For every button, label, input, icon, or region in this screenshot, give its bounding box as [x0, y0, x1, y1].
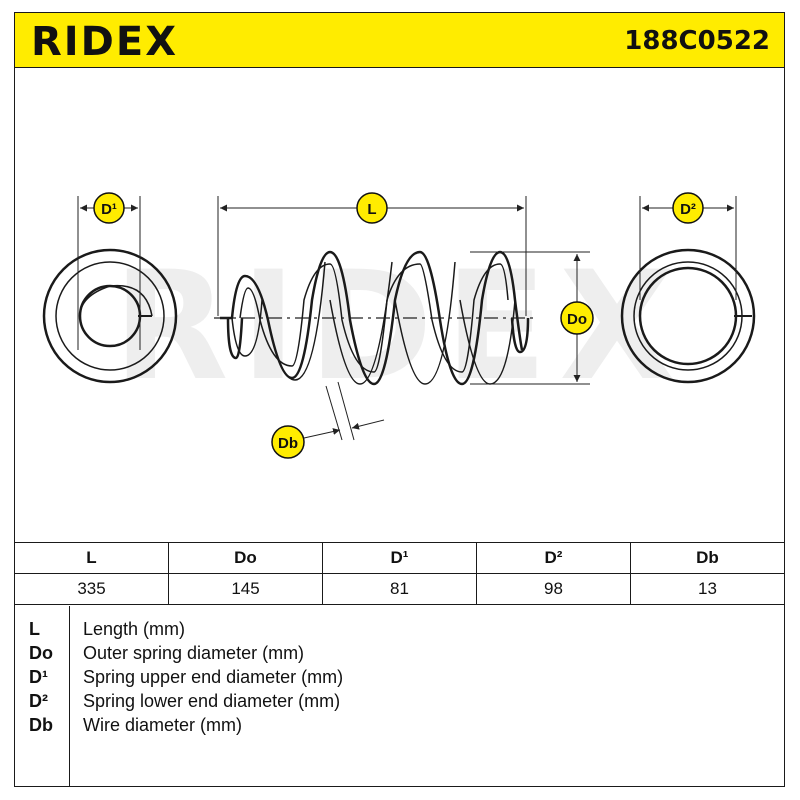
legend-divider [69, 606, 70, 786]
legend-key: D¹ [29, 667, 48, 687]
header-cell: D² [476, 542, 631, 574]
header-cell: Db [630, 542, 785, 574]
legend-key: L [29, 619, 40, 639]
value-cell: 13 [630, 573, 785, 605]
value-cell: 335 [14, 573, 169, 605]
legend-box: L Length (mm) Do Outer spring diameter (… [14, 606, 785, 787]
part-number: 188C0522 [624, 26, 770, 56]
value-cell: 81 [322, 573, 477, 605]
legend-desc: Length (mm) [83, 619, 186, 639]
label-d2: D² [680, 201, 696, 218]
legend-key: Do [29, 643, 53, 663]
legend-desc: Wire diameter (mm) [83, 715, 243, 735]
legend-desc: Spring lower end diameter (mm) [83, 691, 341, 711]
header-cell: L [14, 542, 169, 574]
legend-key: Db [29, 715, 53, 735]
legend-desc: Outer spring diameter (mm) [83, 643, 305, 663]
header-cell: D¹ [322, 542, 477, 574]
legend-key: D² [29, 691, 48, 711]
spring-side-view [220, 250, 530, 386]
lower-end-view [620, 248, 756, 384]
label-do: Do [567, 311, 587, 328]
legend-desc: Spring upper end diameter (mm) [83, 667, 344, 687]
label-l: L [367, 201, 376, 218]
legend-item: Do Outer spring diameter (mm) [15, 643, 775, 667]
header-cell: Do [168, 542, 323, 574]
label-d1: D¹ [101, 201, 117, 218]
table-header-row: L Do D¹ D² Db [14, 542, 785, 574]
label-db: Db [278, 435, 298, 452]
header-bar: RIDEX 188C0522 [14, 12, 785, 68]
brand-logo: RIDEX [31, 19, 179, 65]
legend-item: Db Wire diameter (mm) [15, 715, 775, 739]
legend-item: D² Spring lower end diameter (mm) [15, 691, 775, 715]
value-cell: 145 [168, 573, 323, 605]
value-cell: 98 [476, 573, 631, 605]
legend-item: D¹ Spring upper end diameter (mm) [15, 667, 775, 691]
table-row: 335 145 81 98 13 [14, 573, 785, 605]
dimension-table: L Do D¹ D² Db 335 145 81 98 13 [14, 542, 785, 605]
legend-item: L Length (mm) [15, 619, 775, 643]
upper-end-view [42, 248, 178, 384]
